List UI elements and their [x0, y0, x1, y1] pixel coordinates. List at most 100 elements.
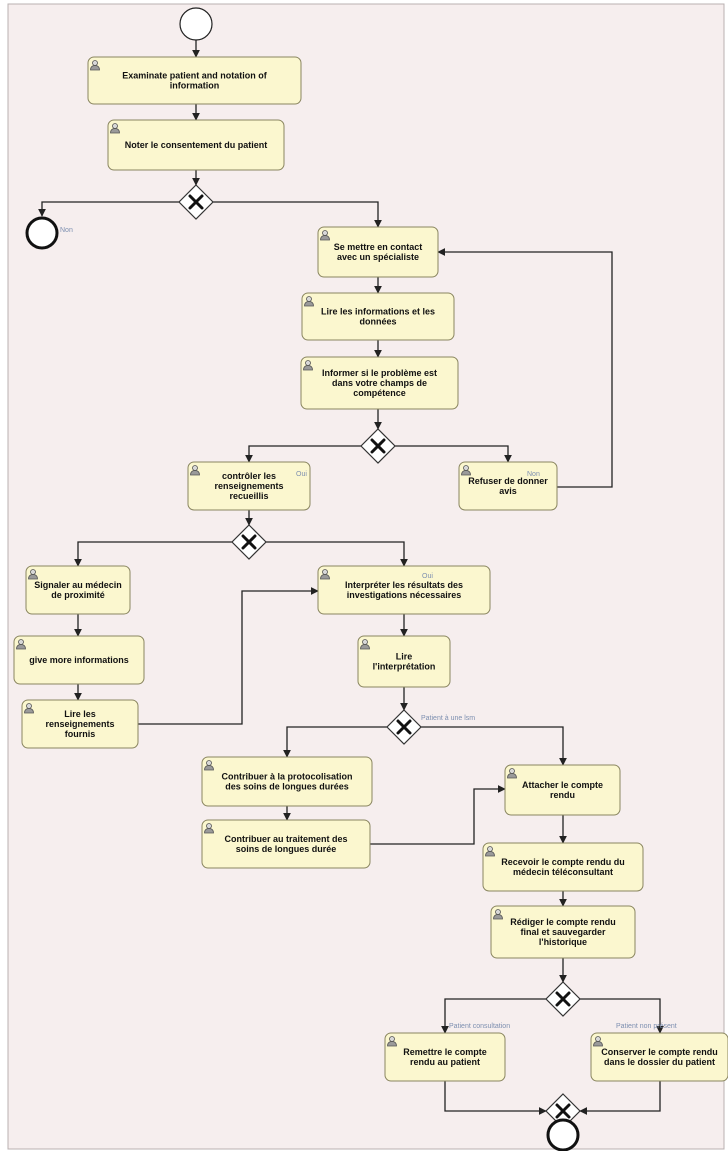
task-label-line: soins de longues durée [236, 844, 337, 854]
task-label-line: Rédiger le compte rendu [510, 917, 616, 927]
task-label-line: Recevoir le compte rendu du [501, 857, 625, 867]
flow-condition-label: Oui [422, 573, 433, 580]
task-box[interactable] [357, 635, 451, 688]
exclusive-gateway-gw4[interactable] [386, 709, 422, 745]
flow-t14-to-t15 [370, 785, 506, 845]
start-event[interactable] [179, 7, 213, 41]
flow-gw2-to-t6 [245, 445, 361, 463]
flow-gw5-to-t18 [441, 998, 546, 1034]
gateways [178, 184, 581, 1129]
task-label-line: de proximité [51, 590, 105, 600]
user-task-icon [304, 296, 314, 307]
task-box[interactable] [25, 565, 131, 615]
end-event-1[interactable] [25, 216, 59, 250]
task-box[interactable] [301, 292, 455, 341]
task-label-line: renseignements [214, 481, 283, 491]
task-label-line: Lire les informations et les [321, 307, 435, 317]
task-t1[interactable]: Examinate patient and notation ofinforma… [87, 56, 302, 105]
flow-t19-to-gw6 [579, 1081, 661, 1115]
flow-t10-to-t11 [138, 587, 319, 725]
task-label-line: dans votre champs de [332, 378, 427, 388]
user-task-icon [204, 823, 214, 834]
task-t11[interactable]: Interpréter les résultats desinvestigati… [317, 565, 491, 615]
task-box[interactable] [201, 819, 371, 869]
task-box[interactable] [384, 1032, 506, 1082]
task-box[interactable] [458, 461, 558, 511]
task-t2[interactable]: Noter le consentement du patient [107, 119, 285, 171]
end-event-2[interactable] [546, 1118, 580, 1151]
task-label-line: contrôler les [222, 471, 276, 481]
sequence-flows [38, 40, 664, 1134]
task-box[interactable] [490, 905, 636, 959]
task-label-line: Contribuer au traitement des [224, 834, 347, 844]
task-label-line: recueillis [229, 491, 268, 501]
task-label-line: Noter le consentement du patient [125, 140, 268, 150]
exclusive-gateway-gw6[interactable] [545, 1093, 581, 1129]
task-box[interactable] [13, 635, 145, 685]
user-task-icon [303, 360, 313, 371]
exclusive-gateway-gw2[interactable] [360, 428, 396, 464]
task-label-line: avis [499, 486, 517, 496]
task-label-line: Examinate patient and notation of [122, 71, 268, 81]
task-label-line: avec un spécialiste [337, 252, 419, 262]
flow-t7-to-t3 [437, 248, 613, 488]
exclusive-gateway-gw1[interactable] [178, 184, 214, 220]
task-box[interactable] [21, 699, 139, 749]
task-box[interactable] [201, 756, 373, 807]
task-box[interactable] [590, 1032, 728, 1082]
task-box[interactable] [504, 764, 621, 816]
flow-gw4-to-t15 [421, 726, 567, 766]
user-task-icon [593, 1036, 603, 1047]
task-label-line: Informer si le problème est [322, 368, 437, 378]
task-box[interactable] [107, 119, 285, 171]
task-box[interactable] [482, 842, 644, 892]
flow-condition-label: Non [60, 227, 73, 234]
task-label-line: fournis [65, 729, 96, 739]
task-label-line: renseignements [45, 719, 114, 729]
user-task-icon [493, 909, 503, 920]
flow-gw1-to-end1 [38, 201, 179, 217]
exclusive-gateway-gw3[interactable] [231, 524, 267, 560]
task-label-line: give more informations [29, 655, 129, 665]
task-label-line: Se mettre en contact [334, 242, 423, 252]
user-task-icon [28, 569, 38, 580]
task-box[interactable] [187, 461, 311, 511]
user-task-icon [204, 760, 214, 771]
task-box[interactable] [317, 226, 439, 278]
user-task-icon [110, 123, 120, 134]
task-label-line: compétence [353, 388, 406, 398]
user-task-icon [461, 465, 471, 476]
user-task-icon [320, 569, 330, 580]
exclusive-gateway-gw5[interactable] [545, 981, 581, 1017]
user-task-icon [90, 60, 100, 71]
task-box[interactable] [300, 356, 459, 410]
x-mark-icon [188, 194, 204, 210]
task-box[interactable] [87, 56, 302, 105]
task-label-line: Interpréter les résultats des [345, 580, 463, 590]
task-box[interactable] [317, 565, 491, 615]
task-label-line: l'historique [539, 937, 587, 947]
flow-t18-to-gw6 [444, 1081, 547, 1115]
task-label-line: Lire les [64, 709, 96, 719]
task-t9[interactable]: give more informations [13, 635, 145, 685]
tasks: Examinate patient and notation ofinforma… [13, 56, 728, 1082]
x-mark-icon [555, 991, 571, 1007]
flow-condition-label: Non [527, 471, 540, 478]
flow-condition-label: Patient consultation [449, 1023, 510, 1030]
